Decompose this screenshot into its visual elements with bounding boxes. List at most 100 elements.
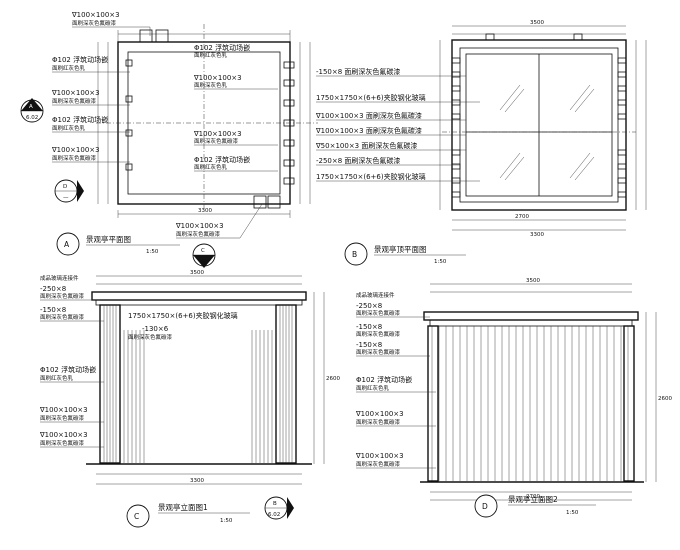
purlin-mark [617, 71, 627, 78]
purlin-mark [451, 191, 461, 198]
joist-mark [125, 59, 133, 67]
label-c-0: 成品玻璃连接件 [40, 274, 79, 282]
label-c-4: 面刷深灰色氟碳漆 [40, 313, 85, 321]
label-a-4: ∇100×100×3 [193, 74, 242, 82]
section-mark-d-left: D — [54, 179, 84, 203]
purlin-mark [617, 163, 627, 170]
label-b-2: ∇100×100×3 面刷深灰色氟碳漆 [315, 111, 422, 120]
view-b-scale: 1:50 [434, 259, 447, 265]
label-a-12: ∇100×100×3 [193, 130, 242, 138]
purlin-mark [451, 85, 461, 92]
joist-mark [283, 61, 295, 69]
view-d-scale: 1:50 [566, 510, 579, 516]
purlin-mark [451, 99, 461, 106]
svg-text:C: C [134, 512, 139, 521]
label-a-10: Φ102 浮筑动场嵌 [52, 115, 108, 124]
section-mark-a-left: A 6.02 [20, 98, 44, 123]
svg-text:—: — [201, 259, 207, 265]
view-a-plan: 3300 ∇100×100×3 面刷深灰色氟碳漆 Φ102 浮筑动场嵌 面刷红灰… [20, 11, 318, 268]
svg-text:2600: 2600 [326, 376, 340, 382]
view-c-title-text: 景观亭立面图1 [158, 502, 208, 512]
section-mark-b-elev: B 6.02 [264, 496, 294, 520]
svg-text:3300: 3300 [190, 478, 204, 484]
label-b-4: ∇50×100×3 面刷深灰色氟碳漆 [315, 141, 417, 150]
purlin-mark [617, 191, 627, 198]
label-a-5: 面刷深灰色乳 [194, 81, 228, 89]
label-d-6: 面刷深灰色氟碳漆 [356, 348, 401, 356]
purlin-mark [617, 57, 627, 64]
label-a-3: 面刷红灰色乳 [194, 51, 228, 59]
dim-a-bottom: 3300 [198, 208, 212, 214]
label-a-bottom-0: ∇100×100×3 [175, 222, 224, 230]
label-d-5: -150×8 [356, 341, 382, 349]
joist-mark [125, 163, 133, 171]
purlin-mark [451, 177, 461, 184]
view-a-title-text: 景观亭平面图 [86, 234, 131, 244]
svg-text:2700: 2700 [526, 494, 540, 500]
label-a-16: Φ102 浮筑动场嵌 [194, 155, 250, 164]
joist-mark [125, 95, 133, 103]
purlin-mark [451, 149, 461, 156]
column [427, 325, 439, 482]
svg-text:2700: 2700 [515, 214, 529, 220]
purlin-mark [451, 163, 461, 170]
svg-text:6.02: 6.02 [26, 115, 38, 121]
joist-mark [125, 129, 133, 137]
label-a-17: 面刷红灰色乳 [194, 163, 228, 171]
purlin-mark [617, 177, 627, 184]
label-b-0: -150×8 面刷深灰色氟碳漆 [316, 67, 400, 76]
label-b-3: ∇100×100×3 面刷深灰色氟碳漆 [315, 126, 422, 135]
label-d-3: -150×8 [356, 323, 382, 331]
label-c-6: -130×6 [142, 325, 169, 333]
svg-text:A: A [64, 240, 70, 249]
label-b-6: 1750×1750×(6+6)夹胶钢化玻璃 [316, 172, 426, 181]
label-b-1: 1750×1750×(6+6)夹胶钢化玻璃 [316, 93, 426, 102]
label-a-9: 面刷深灰色氟碳漆 [52, 97, 97, 105]
label-a-2: Φ102 浮筑动场嵌 [194, 43, 250, 52]
joist-mark [283, 159, 295, 167]
svg-text:D: D [482, 502, 488, 511]
view-b-title: B 景观亭顶平面图 1:50 [344, 242, 466, 266]
label-c-5: 1750×1750×(6+6)夹胶钢化玻璃 [128, 311, 238, 320]
svg-text:A: A [29, 104, 33, 110]
label-a-7: 面刷红灰色乳 [52, 64, 86, 72]
joist-mark [283, 99, 295, 107]
section-mark-c-bottom: C — [192, 243, 216, 268]
svg-text:3300: 3300 [530, 232, 544, 238]
label-d-7: Φ102 浮筑动场嵌 [356, 375, 412, 384]
view-c-elevation: 3500 3300 2600 成品玻璃连接件 -250×8 面刷深灰色氟碳漆 -… [39, 270, 340, 528]
label-a-13: 面刷深灰色氟碳漆 [194, 137, 239, 145]
label-c-1: -250×8 [40, 285, 66, 293]
joist-mark [283, 139, 295, 147]
joist-mark [283, 119, 295, 127]
svg-text:D: D [63, 184, 67, 190]
svg-text:3500: 3500 [526, 278, 540, 284]
purlin-mark [451, 57, 461, 64]
view-c-title: C 景观亭立面图1 1:50 [126, 502, 250, 528]
label-c-13: 面刷深灰色氟碳漆 [40, 439, 85, 447]
label-d-0: 成品玻璃连接件 [356, 291, 395, 299]
view-d-title-text: 景观亭立面图2 [508, 494, 558, 504]
view-a-title: A 景观亭平面图 1:50 [56, 232, 180, 256]
svg-text:B: B [273, 501, 277, 507]
label-d-1: -250×8 [356, 302, 382, 310]
column [623, 325, 635, 482]
label-c-7: 面刷深灰色氟碳漆 [128, 333, 173, 341]
label-c-8: Φ102 浮筑动场嵌 [40, 365, 96, 374]
view-a-scale: 1:50 [146, 249, 159, 255]
label-a-15: 面刷深灰色氟碳漆 [52, 154, 97, 162]
svg-text:6.02: 6.02 [268, 512, 280, 518]
svg-text:2600: 2600 [658, 396, 672, 402]
label-c-12: ∇100×100×3 [39, 431, 88, 439]
svg-text:B: B [352, 250, 357, 259]
view-b-title-text: 景观亭顶平面图 [374, 244, 427, 254]
label-d-12: 面刷深灰色氟碳漆 [356, 460, 401, 468]
label-a-11: 面刷红灰色乳 [52, 124, 86, 132]
svg-text:C: C [201, 248, 205, 254]
view-d-elevation: 3500 2700 2600 成品玻璃连接件 -250×8 面刷深灰色氟碳漆 -… [355, 278, 672, 518]
purlin-mark [617, 85, 627, 92]
label-a-14: ∇100×100×3 [51, 146, 100, 154]
label-d-11: ∇100×100×3 [355, 452, 404, 460]
label-d-10: 面刷深灰色氟碳漆 [356, 418, 401, 426]
label-c-2: 面刷深灰色氟碳漆 [40, 292, 85, 300]
